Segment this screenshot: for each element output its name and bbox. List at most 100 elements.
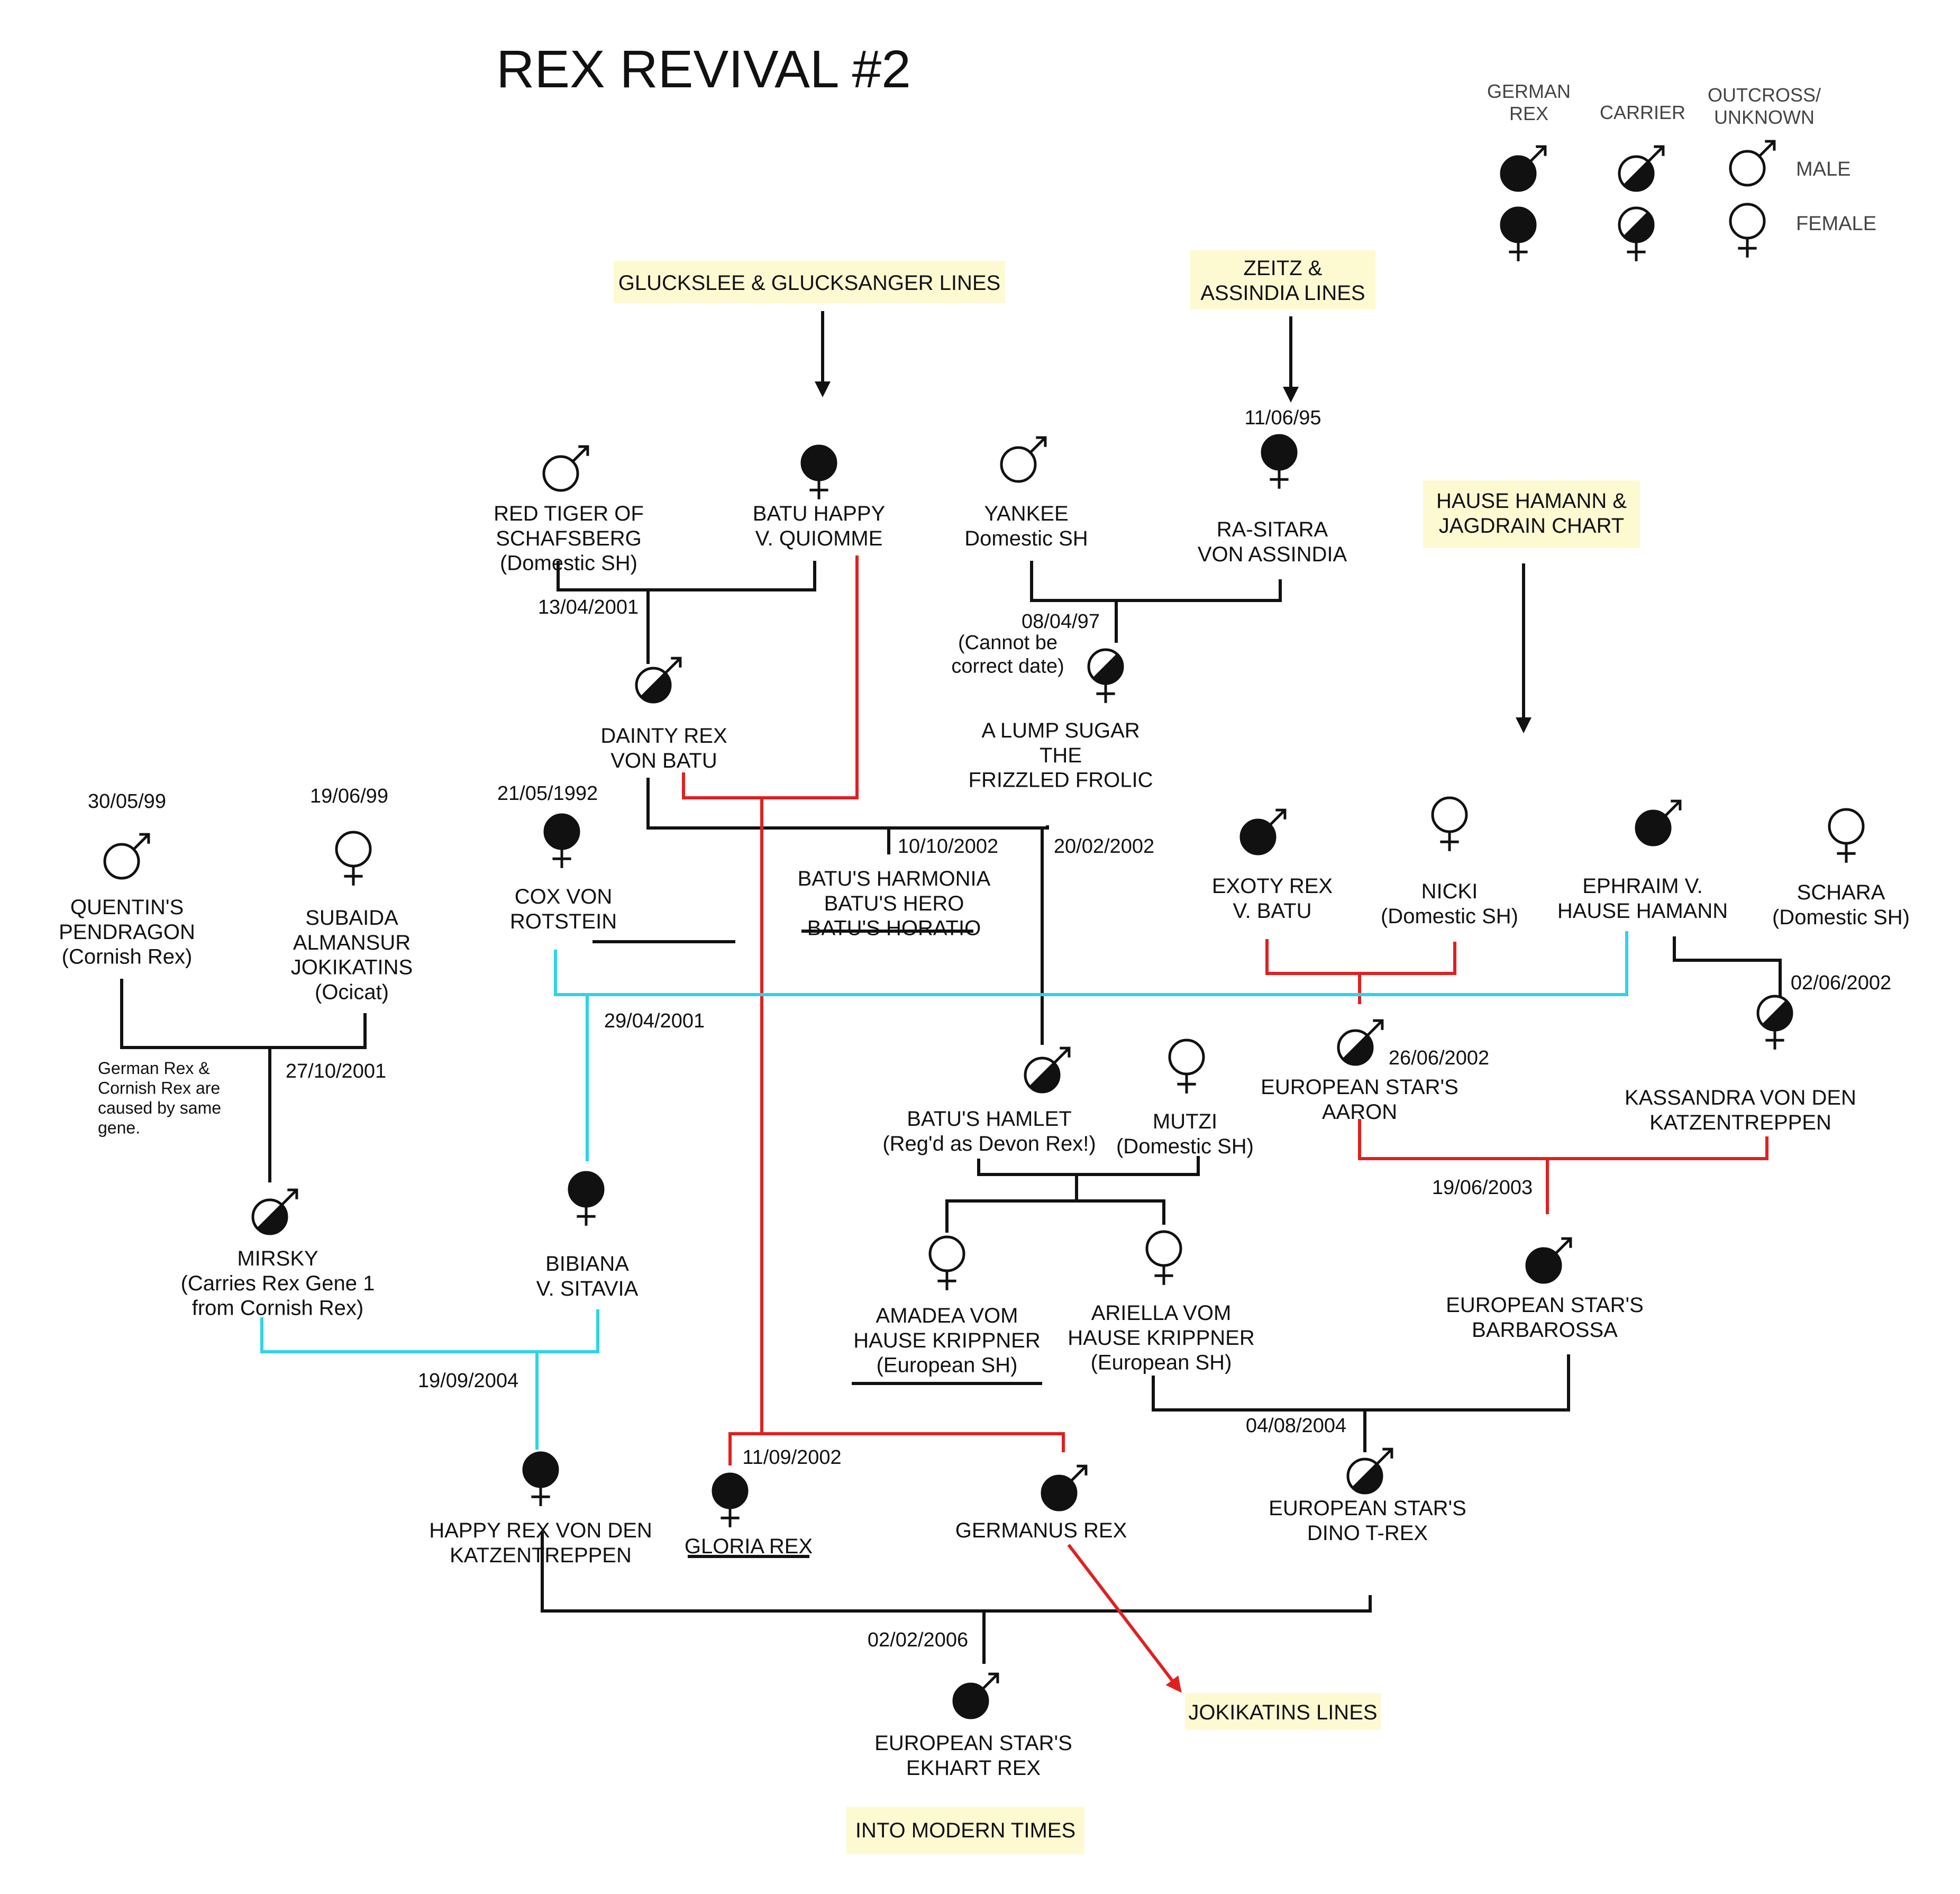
subaida-female-icon (335, 831, 372, 886)
text-line: (Ocicat) (315, 980, 389, 1004)
bibiana-female-icon (568, 1171, 605, 1226)
cat-schara: SCHARA(Domestic SH) (1772, 881, 1910, 929)
text-line: GLUCKSLEE & GLUCKSANGER LINES (618, 271, 1000, 295)
legend-outcross: OUTCROSS/UNKNOWN (1708, 84, 1821, 128)
gloria-female-icon (712, 1472, 749, 1527)
text-line: EUROPEAN STAR'S (1446, 1294, 1644, 1317)
text-line: ARIELLA VOM (1091, 1301, 1232, 1325)
text-line: EUROPEAN STAR'S (874, 1732, 1072, 1755)
text-line: BATU'S HAMLET (907, 1107, 1071, 1131)
legend-carrier-female-icon (1618, 206, 1655, 261)
date-260602: 26/06/2002 (1389, 1047, 1489, 1069)
text-line: EXOTY REX (1212, 875, 1333, 898)
date-190699: 19/06/99 (310, 785, 388, 807)
text-line: JOKIKATINS (291, 956, 413, 979)
hl-hause-text: HAUSE HAMANN &JAGDRAIN CHART (1436, 489, 1627, 538)
hl-zeitz-text: ZEITZ &ASSINDIA LINES (1200, 257, 1365, 305)
text-line: BATU'S HERO (824, 892, 964, 915)
ekhart-male-icon (952, 1672, 999, 1719)
text-line: FRIZZLED FROLIC (969, 769, 1153, 792)
text-line: caused by same (98, 1098, 221, 1117)
ariella-female-icon (1145, 1230, 1182, 1285)
dino-male-icon (1346, 1447, 1393, 1495)
date-210592: 21/05/1992 (497, 782, 598, 805)
schara-female-icon (1828, 808, 1865, 863)
hl-modern-text: INTO MODERN TIMES (855, 1819, 1075, 1842)
text-line: HAUSE KRIPPNER (1068, 1326, 1254, 1350)
text-line: GERMANUS REX (955, 1519, 1127, 1542)
hl-gluckslee-text: GLUCKSLEE & GLUCKSANGER LINES (618, 271, 1000, 295)
text-line: JAGDRAIN CHART (1439, 514, 1624, 538)
text-line: BATU'S HARMONIA (798, 867, 991, 890)
text-line: (Cornish Rex) (62, 945, 193, 969)
text-line: HAPPY REX VON DEN (429, 1519, 652, 1542)
dainty-male-icon (635, 657, 682, 704)
text-line: YANKEE (984, 502, 1068, 525)
legend-carrier: CARRIER (1600, 102, 1685, 123)
text-line: (Carries Rex Gene 1 (181, 1272, 375, 1295)
text-line: HAUSE HAMANN (1557, 899, 1728, 923)
ephraim-male-icon (1635, 799, 1682, 846)
text-line: (European SH) (877, 1354, 1018, 1377)
text-line: EUROPEAN STAR'S (1269, 1497, 1466, 1520)
text-line: (Cannot be (958, 632, 1058, 654)
text-line: BIBIANA (545, 1252, 629, 1276)
text-line: DAINTY REX (600, 724, 727, 748)
legend-male-text: MALE (1796, 158, 1850, 180)
legend-female-text: FEMALE (1796, 213, 1876, 235)
text-line: AARON (1322, 1100, 1397, 1124)
amadea-female-icon (928, 1235, 965, 1290)
date-130401: 13/04/2001 (538, 596, 639, 618)
text-line: SUBAIDA (305, 906, 398, 930)
mutzi-female-icon (1168, 1039, 1205, 1094)
hl-modern: INTO MODERN TIMES (846, 1807, 1084, 1854)
text-line: V. SITAVIA (536, 1277, 639, 1300)
text-line: UNKNOWN (1714, 106, 1815, 128)
lineage-lines (120, 311, 1782, 1693)
ra-sitara-female-icon (1261, 434, 1298, 489)
cat-mutzi: MUTZI(Domestic SH) (1116, 1110, 1254, 1158)
date-labels: 11/06/95 13/04/2001 08/04/97 21/05/1992 … (88, 407, 1891, 1651)
text-line: JOKIKATINS LINES (1188, 1701, 1377, 1724)
text-line: (Domestic SH) (1116, 1135, 1254, 1158)
text-line: EKHART REX (906, 1756, 1041, 1780)
text-line: KATZENTREPPEN (1649, 1111, 1831, 1134)
germanus-male-icon (1041, 1464, 1088, 1511)
text-line: gene. (98, 1118, 140, 1137)
text-line: (European SH) (1091, 1351, 1232, 1374)
text-line: German Rex & (98, 1059, 210, 1078)
text-line: ROTSTEIN (510, 910, 617, 933)
legend-outcross-male-icon (1729, 140, 1776, 187)
legend-outcross-female-icon (1729, 203, 1766, 258)
date-101002: 10/10/2002 (898, 835, 998, 858)
hl-hause: HAUSE HAMANN &JAGDRAIN CHART (1423, 480, 1640, 548)
cat-ephraim: EPHRAIM V.HAUSE HAMANN (1557, 875, 1728, 923)
cox-female-icon (543, 813, 580, 868)
date-040804: 04/08/2004 (1246, 1415, 1346, 1437)
text-line: SCHAFSBERG (496, 527, 642, 550)
kassandra-female-icon (1756, 995, 1793, 1050)
text-line: FEMALE (1796, 213, 1876, 235)
text-line: SCHARA (1797, 881, 1885, 904)
text-line: KASSANDRA VON DEN (1625, 1086, 1856, 1109)
text-line: correct date) (951, 655, 1064, 677)
cat-hamlet: BATU'S HAMLET(Reg'd as Devon Rex!) (882, 1107, 1096, 1155)
aaron-male-icon (1337, 1019, 1384, 1066)
hl-jokikatins: JOKIKATINS LINES (1185, 1693, 1381, 1730)
date-020206: 02/02/2006 (868, 1629, 968, 1651)
text-line: AMADEA VOM (876, 1304, 1018, 1327)
